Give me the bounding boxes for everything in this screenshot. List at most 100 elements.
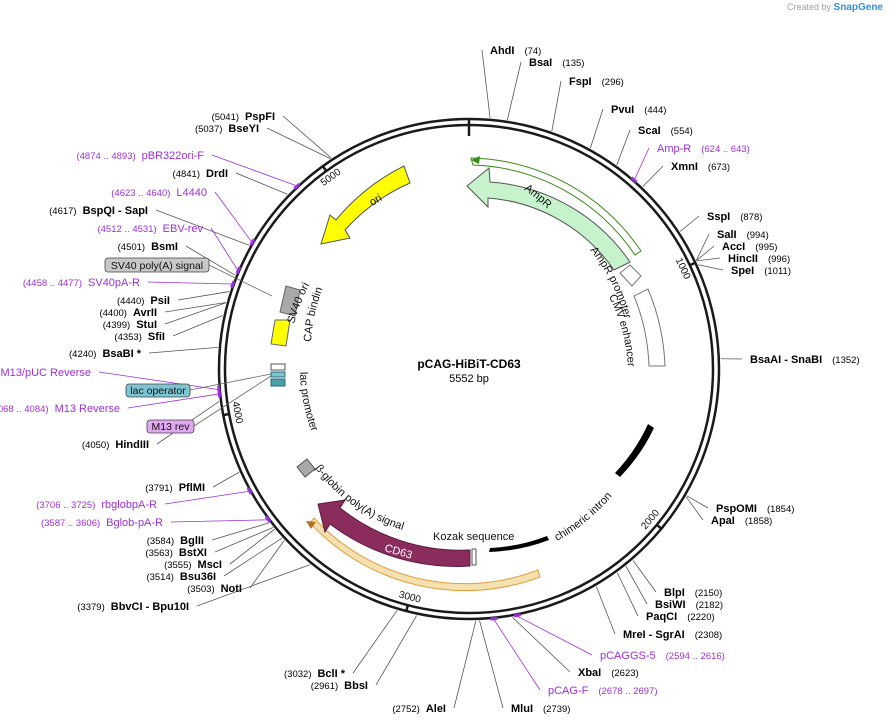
- enzyme-name[interactable]: BbsI: [344, 680, 368, 692]
- enzyme-label[interactable]: XmnI(673): [671, 161, 730, 173]
- enzyme-label[interactable]: (4400)AvrII: [99, 307, 157, 319]
- enzyme-label[interactable]: BsiWI(2182): [655, 599, 723, 611]
- enzyme-name[interactable]: BlpI: [664, 587, 685, 599]
- enzyme-label[interactable]: AccI(995): [722, 241, 777, 253]
- enzyme-name[interactable]: AccI: [722, 241, 745, 253]
- primer-name[interactable]: M13/pUC Reverse: [1, 367, 91, 379]
- primer-name[interactable]: SV40pA-R: [88, 277, 140, 289]
- enzyme-label[interactable]: HincII(996): [728, 253, 790, 265]
- enzyme-label[interactable]: (3791)PflMI: [145, 482, 205, 494]
- enzyme-name[interactable]: PaqCI: [646, 611, 677, 623]
- enzyme-label[interactable]: ApaI(1858): [711, 515, 772, 527]
- enzyme-name[interactable]: BspQI - SapI: [83, 205, 148, 217]
- enzyme-label[interactable]: (4501)BsmI: [118, 241, 178, 253]
- enzyme-name[interactable]: SfiI: [148, 331, 165, 343]
- enzyme-name[interactable]: ApaI: [711, 515, 735, 527]
- enzyme-name[interactable]: BsaAI - SnaBI: [750, 354, 822, 366]
- enzyme-name[interactable]: StuI: [136, 319, 157, 331]
- primer-name[interactable]: rbglobpA-R: [101, 499, 157, 511]
- enzyme-label[interactable]: (2752)AleI: [392, 703, 446, 715]
- feature-tag-label[interactable]: M13 rev: [152, 421, 191, 433]
- enzyme-label[interactable]: (4617)BspQI - SapI: [49, 205, 148, 217]
- enzyme-label[interactable]: (3514)Bsu36I: [146, 571, 216, 583]
- enzyme-label[interactable]: PspOMI(1854): [716, 503, 794, 515]
- primer-name[interactable]: Bglob-pA-R: [106, 517, 163, 529]
- enzyme-label[interactable]: XbaI(2623): [578, 667, 639, 679]
- primer-label[interactable]: (4623 .. 4640)L4440: [111, 187, 207, 199]
- enzyme-name[interactable]: PvuI: [611, 104, 634, 116]
- enzyme-label[interactable]: MluI(2739): [511, 703, 570, 715]
- enzyme-label[interactable]: PvuI(444): [611, 104, 666, 116]
- primer-name[interactable]: pCAG-F: [548, 685, 589, 697]
- primer-label[interactable]: (3587 .. 3606)Bglob-pA-R: [41, 517, 163, 529]
- primer-name[interactable]: pBR322ori-F: [142, 150, 205, 162]
- enzyme-name[interactable]: BclI *: [317, 668, 345, 680]
- enzyme-name[interactable]: BsmI: [151, 241, 178, 253]
- enzyme-label[interactable]: PaqCI(2220): [646, 611, 715, 623]
- enzyme-label[interactable]: (4240)BsaBI *: [69, 348, 142, 360]
- enzyme-name[interactable]: BstXI: [179, 547, 207, 559]
- primer-name[interactable]: Amp-R: [657, 143, 691, 155]
- enzyme-label[interactable]: SpeI(1011): [731, 265, 791, 277]
- enzyme-name[interactable]: SalI: [717, 229, 737, 241]
- enzyme-name[interactable]: XbaI: [578, 667, 601, 679]
- enzyme-name[interactable]: FspI: [569, 76, 592, 88]
- enzyme-name[interactable]: BsaBI *: [102, 348, 141, 360]
- enzyme-label[interactable]: BsaI(135): [529, 57, 584, 69]
- enzyme-name[interactable]: HindIII: [115, 439, 149, 451]
- enzyme-label[interactable]: (4050)HindIII: [82, 439, 149, 451]
- primer-name[interactable]: M13 Reverse: [55, 403, 120, 415]
- primer-name[interactable]: pCAGGS-5: [600, 650, 656, 662]
- enzyme-label[interactable]: ScaI(554): [638, 125, 693, 137]
- enzyme-name[interactable]: HincII: [728, 253, 758, 265]
- primer-label[interactable]: (4081 .. 4103)M13/pUC Reverse: [0, 367, 91, 379]
- enzyme-name[interactable]: AhdI: [490, 45, 514, 57]
- feature-tag-label[interactable]: lac operator: [130, 385, 186, 397]
- enzyme-label[interactable]: MreI - SgrAI(2308): [623, 629, 722, 641]
- enzyme-name[interactable]: PsiI: [150, 295, 170, 307]
- enzyme-label[interactable]: BsaAI - SnaBI(1352): [750, 354, 860, 366]
- enzyme-label[interactable]: (4841)DrdI: [173, 168, 228, 180]
- enzyme-name[interactable]: AvrII: [133, 307, 157, 319]
- enzyme-name[interactable]: BbvCI - Bpu10I: [111, 601, 189, 613]
- enzyme-label[interactable]: (3379)BbvCI - Bpu10I: [77, 601, 189, 613]
- enzyme-label[interactable]: (3032)BclI *: [284, 668, 346, 680]
- enzyme-name[interactable]: NotI: [221, 583, 242, 595]
- enzyme-name[interactable]: Bsu36I: [180, 571, 216, 583]
- enzyme-label[interactable]: (2961)BbsI: [311, 680, 368, 692]
- primer-label[interactable]: (4512 .. 4531)EBV-rev: [97, 223, 203, 235]
- enzyme-label[interactable]: SalI(994): [717, 229, 769, 241]
- primer-label[interactable]: (3706 .. 3725)rbglobpA-R: [36, 499, 157, 511]
- enzyme-label[interactable]: SspI(878): [707, 211, 762, 223]
- primer-label[interactable]: (4068 .. 4084)M13 Reverse: [0, 403, 120, 415]
- enzyme-name[interactable]: MscI: [198, 559, 222, 571]
- primer-label[interactable]: (4874 .. 4893)pBR322ori-F: [76, 150, 204, 162]
- primer-label[interactable]: Amp-R(624 .. 643): [657, 143, 750, 155]
- enzyme-label[interactable]: (4399)StuI: [103, 319, 157, 331]
- enzyme-name[interactable]: BsaI: [529, 57, 552, 69]
- enzyme-name[interactable]: PspOMI: [716, 503, 757, 515]
- enzyme-name[interactable]: ScaI: [638, 125, 661, 137]
- enzyme-name[interactable]: BglII: [180, 535, 204, 547]
- enzyme-name[interactable]: SpeI: [731, 265, 754, 277]
- enzyme-name[interactable]: PflMI: [179, 482, 205, 494]
- primer-label[interactable]: (4458 .. 4477)SV40pA-R: [23, 277, 140, 289]
- primer-label[interactable]: pCAG-F(2678 .. 2697): [548, 685, 658, 697]
- enzyme-label[interactable]: (5041)PspFI: [212, 111, 275, 123]
- enzyme-name[interactable]: MreI - SgrAI: [623, 629, 685, 641]
- enzyme-name[interactable]: AleI: [426, 703, 446, 715]
- primer-name[interactable]: EBV-rev: [163, 223, 204, 235]
- enzyme-label[interactable]: FspI(296): [569, 76, 624, 88]
- enzyme-name[interactable]: MluI: [511, 703, 533, 715]
- enzyme-label[interactable]: (3563)BstXI: [145, 547, 207, 559]
- enzyme-name[interactable]: DrdI: [206, 168, 228, 180]
- enzyme-name[interactable]: XmnI: [671, 161, 698, 173]
- enzyme-label[interactable]: (3555)MscI: [164, 559, 222, 571]
- enzyme-name[interactable]: PspFI: [245, 111, 275, 123]
- primer-label[interactable]: pCAGGS-5(2594 .. 2616): [600, 650, 725, 662]
- enzyme-name[interactable]: BsiWI: [655, 599, 686, 611]
- enzyme-label[interactable]: (3584)BglII: [147, 535, 204, 547]
- enzyme-name[interactable]: BseYI: [228, 123, 259, 135]
- enzyme-label[interactable]: (4440)PsiI: [117, 295, 170, 307]
- feature-tag-label[interactable]: SV40 poly(A) signal: [111, 260, 203, 272]
